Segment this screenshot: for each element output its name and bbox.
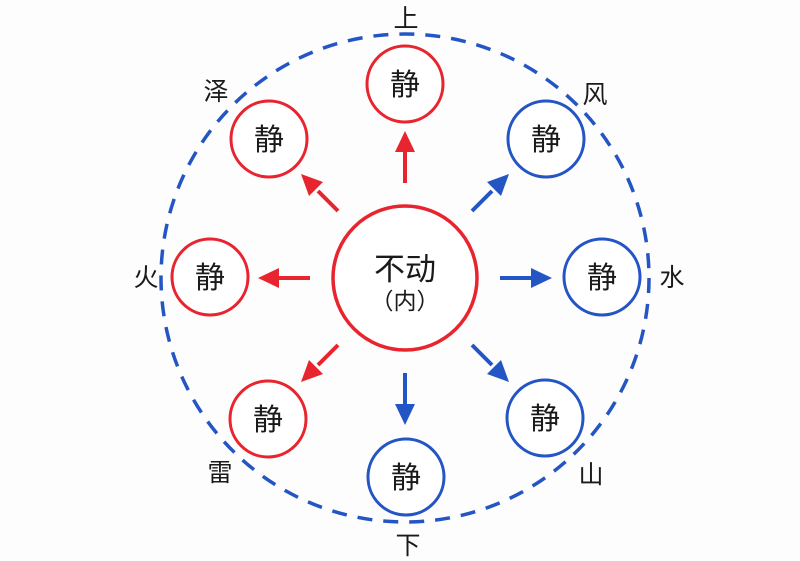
trigram-label-top: 上 xyxy=(393,4,418,33)
trigram-label-left: 火 xyxy=(133,263,158,292)
satellite-label-top-left: 静 xyxy=(254,123,284,158)
satellite-circle-bottom-left xyxy=(228,379,308,459)
satellite-group-top-right: 静 风 xyxy=(470,80,608,213)
trigram-label-top-left: 泽 xyxy=(203,77,228,106)
arrow-right-head xyxy=(531,268,552,288)
satellite-label-bottom: 静 xyxy=(391,461,421,496)
arrow-left-head xyxy=(258,268,279,288)
trigram-label-bottom-left: 雷 xyxy=(207,458,232,487)
arrow-top-right-head xyxy=(487,174,509,196)
satellite-label-top-right: 静 xyxy=(531,123,561,158)
satellite-group-bottom-right: 静 山 xyxy=(470,343,604,489)
satellite-circle-top-right xyxy=(506,99,586,179)
satellite-label-left: 静 xyxy=(195,261,225,296)
arrow-bottom-left-head xyxy=(301,360,323,382)
center-circle xyxy=(331,204,479,352)
arrow-bottom-left-shaft xyxy=(316,343,340,367)
satellite-group-left: 静 火 xyxy=(133,237,310,317)
arrow-top-left-head xyxy=(301,174,323,196)
center-subtitle: （内） xyxy=(371,289,440,315)
satellite-label-bottom-right: 静 xyxy=(530,402,560,437)
satellite-circle-top xyxy=(365,44,445,124)
satellite-label-bottom-left: 静 xyxy=(253,403,283,438)
arrow-top-right-shaft xyxy=(470,189,494,213)
arrow-top-left-shaft xyxy=(316,189,340,213)
arrow-bottom-right-head xyxy=(487,360,509,382)
outer-dashed-circle xyxy=(159,32,651,524)
satellite-group-bottom-left: 静 雷 xyxy=(207,343,340,487)
center-group: 不动 （内） xyxy=(331,204,479,352)
satellite-group-bottom: 静 下 xyxy=(366,373,446,560)
arrow-bottom-head xyxy=(395,404,415,425)
satellite-group-top: 静 上 xyxy=(365,4,445,183)
trigram-label-top-right: 风 xyxy=(582,80,607,109)
satellite-group-right: 静 水 xyxy=(500,237,685,317)
satellite-circle-right xyxy=(562,237,642,317)
trigram-label-bottom: 下 xyxy=(395,531,420,560)
center-title: 不动 xyxy=(374,252,436,288)
satellite-circle-top-left xyxy=(229,99,309,179)
trigram-label-right: 水 xyxy=(659,263,684,292)
satellite-label-right: 静 xyxy=(587,261,617,296)
arrow-top-head xyxy=(395,131,415,152)
satellite-circle-left xyxy=(170,237,250,317)
satellite-label-top: 静 xyxy=(390,68,420,103)
satellite-group-top-left: 静 泽 xyxy=(203,77,340,213)
trigram-label-bottom-right: 山 xyxy=(578,460,603,489)
satellite-circle-bottom-right xyxy=(505,378,585,458)
arrow-bottom-right-shaft xyxy=(470,343,494,367)
satellite-circle-bottom xyxy=(366,437,446,517)
